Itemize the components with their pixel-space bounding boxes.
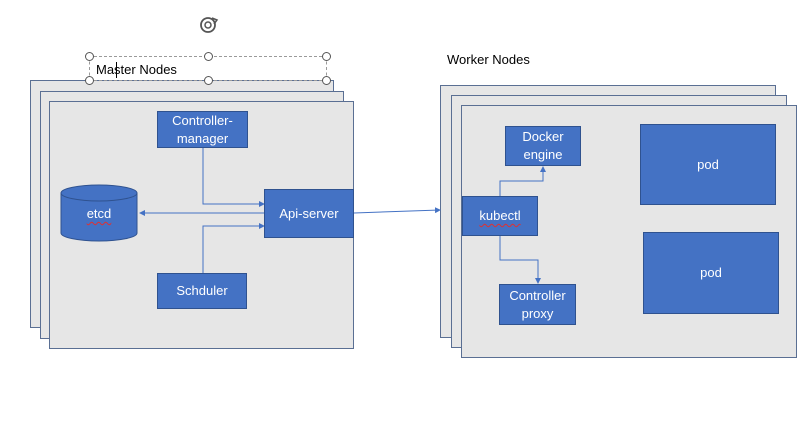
controller-proxy-box[interactable]: Controller proxy bbox=[499, 284, 576, 325]
etcd-text: etcd bbox=[86, 206, 112, 221]
controller-manager-box[interactable]: Controller-manager bbox=[157, 111, 248, 148]
selection-handle-icon[interactable] bbox=[204, 76, 213, 85]
selection-handle-icon[interactable] bbox=[204, 52, 213, 61]
kubectl-box[interactable]: kubectl bbox=[462, 196, 538, 236]
pod-label-2: pod bbox=[700, 265, 722, 280]
selection-handle-icon[interactable] bbox=[85, 76, 94, 85]
selection-handle-icon[interactable] bbox=[85, 52, 94, 61]
docker-engine-label: Docker engine bbox=[522, 129, 564, 162]
api-server-label: Api-server bbox=[279, 205, 339, 221]
text-cursor bbox=[116, 62, 117, 78]
selection-handle-icon[interactable] bbox=[322, 76, 331, 85]
etcd-label: etcd bbox=[61, 206, 137, 221]
pod-box-2[interactable]: pod bbox=[643, 232, 779, 314]
scheduler-label: Schduler bbox=[176, 283, 228, 298]
pod-label-1: pod bbox=[697, 156, 719, 172]
kubectl-label: kubectl bbox=[479, 208, 521, 223]
controller-manager-label: Controller-manager bbox=[172, 112, 233, 146]
pod-box-1[interactable]: pod bbox=[640, 124, 776, 205]
api-server-box[interactable]: Api-server bbox=[264, 189, 354, 238]
docker-engine-box[interactable]: Docker engine bbox=[505, 126, 581, 166]
controller-proxy-label: Controller proxy bbox=[509, 287, 566, 321]
scheduler-box[interactable]: Schduler bbox=[157, 273, 247, 309]
selection-handle-icon[interactable] bbox=[322, 52, 331, 61]
worker-nodes-title: Worker Nodes bbox=[447, 52, 530, 67]
